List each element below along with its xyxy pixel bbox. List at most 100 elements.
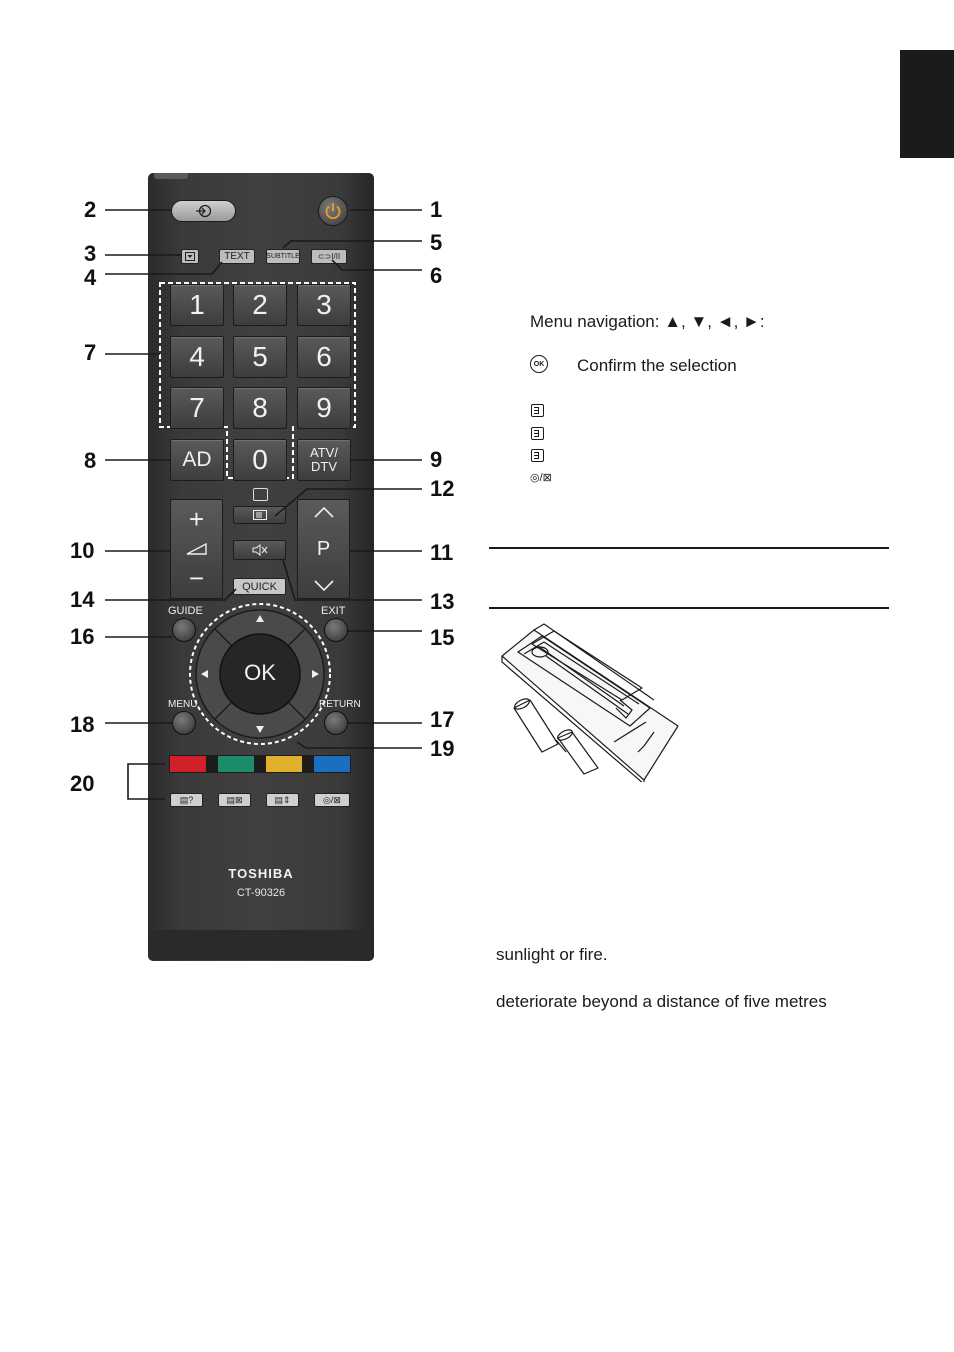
subtitle-button[interactable]: SUBTITLE [266,249,300,264]
mute-icon [252,544,267,556]
callout-2: 2 [84,197,97,222]
callout-3: 3 [84,241,97,266]
model-number: CT-90326 [236,887,286,899]
callout-20: 20 [70,771,95,796]
text-hold-icon: ▤⊠ [226,794,243,805]
battery-insertion-illustration [501,623,679,782]
yellow-button[interactable] [266,756,302,772]
sunlight-warning-text: sunlight or fire. [496,945,608,964]
text-index-button[interactable]: ▤? [170,793,203,807]
ok-button[interactable]: OK [244,660,276,685]
text-index-icon: ▤? [179,794,194,805]
range-warning-text: deteriorate beyond a distance of five me… [496,992,827,1011]
ad-button[interactable]: AD [170,439,224,481]
channel-down-chevron-icon[interactable] [313,580,335,592]
callout-15: 15 [430,625,455,650]
callout-5: 5 [430,230,443,255]
volume-ramp-icon [186,542,207,555]
power-button[interactable] [318,196,348,226]
digit-9-button[interactable]: 9 [297,387,351,429]
channel-up-chevron-icon[interactable] [313,506,335,518]
section-divider-top [489,547,889,549]
info-plus-icon [253,488,268,501]
text-size-icon: ▤⇕ [274,794,291,805]
number-pad-outline [159,282,356,479]
hold-button[interactable] [181,249,199,264]
info-button[interactable] [233,506,286,524]
guide-button[interactable] [172,618,196,642]
stereo-button[interactable]: ⊂⊃I/II [311,249,347,264]
program-label: P [316,537,331,560]
confirm-selection-text: Confirm the selection [577,356,737,375]
blue-button[interactable] [314,756,350,772]
callout-12: 12 [430,476,455,501]
return-caption: RETURN [319,699,361,710]
volume-up[interactable]: + [188,504,205,534]
ok-symbol-icon: OK [530,355,548,373]
callout-7: 7 [84,340,97,365]
digit-6-button[interactable]: 6 [297,336,351,378]
power-icon [325,203,341,220]
quick-button[interactable]: QUICK [233,578,286,595]
callout-13: 13 [430,589,455,614]
language-tab [900,50,954,158]
callout-leader-lines [105,209,422,800]
volume-down[interactable]: − [188,563,205,593]
callout-1: 1 [430,197,443,222]
digit-5-button[interactable]: 5 [233,336,287,378]
text-size-legend-icon [531,449,544,462]
remote-top-edge [154,173,188,179]
menu-navigation-text: Menu navigation: ▲, ▼, ◄, ►: [530,312,765,331]
mute-button[interactable] [233,540,286,560]
exit-button[interactable] [324,618,348,642]
navigation-ring[interactable] [188,602,332,746]
red-button[interactable] [170,756,206,772]
menu-button[interactable] [172,711,196,735]
guide-caption: GUIDE [168,605,203,617]
callout-10: 10 [70,538,95,563]
return-button[interactable] [324,711,348,735]
info-screen-icon [252,510,267,520]
digit-4-button[interactable]: 4 [170,336,224,378]
volume-rocker[interactable]: + − [170,499,223,599]
atv-label: ATV/ [310,445,338,460]
callout-14: 14 [70,587,95,612]
callout-17: 17 [430,707,455,732]
text-hold-button[interactable]: ▤⊠ [218,793,251,807]
digit-7-button[interactable]: 7 [170,387,224,429]
green-button[interactable] [218,756,254,772]
stereo-label: I/II [331,252,341,261]
remote-bottom-edge [150,930,372,960]
digit-2-button[interactable]: 2 [233,284,287,326]
text-clock-icon: ◎/⊠ [323,794,341,805]
text-size-button[interactable]: ▤⇕ [266,793,299,807]
colour-button-strip [169,755,351,773]
brand-logo: TOSHIBA [228,866,294,881]
text-button[interactable]: TEXT [219,249,255,264]
stereo-icon: ⊂⊃ [317,252,332,261]
digit-8-button[interactable]: 8 [233,387,287,429]
input-source-button[interactable] [171,200,236,222]
text-index-legend-icon [531,404,544,417]
callout-4: 4 [84,265,97,290]
text-hold-legend-icon [531,427,544,440]
callout-9: 9 [430,447,443,472]
callout-11: 11 [430,540,454,565]
atv-dtv-button[interactable]: ATV/ DTV [297,439,351,481]
digit-1-button[interactable]: 1 [170,284,224,326]
callout-6: 6 [430,263,443,288]
callout-16: 16 [70,624,95,649]
callout-19: 19 [430,736,455,761]
exit-caption: EXIT [321,605,346,617]
program-rocker[interactable]: P [297,499,350,599]
callout-18: 18 [70,712,95,737]
down-triangle-icon [185,252,195,261]
digit-0-button[interactable]: 0 [233,439,287,481]
input-arrow-icon [195,204,211,218]
menu-caption: MENU [168,699,198,710]
dtv-label: DTV [311,459,337,474]
text-clock-legend-icon: ◎/⊠ [530,472,552,484]
section-divider-bottom [489,607,889,609]
digit-3-button[interactable]: 3 [297,284,351,326]
text-clock-button[interactable]: ◎/⊠ [314,793,350,807]
